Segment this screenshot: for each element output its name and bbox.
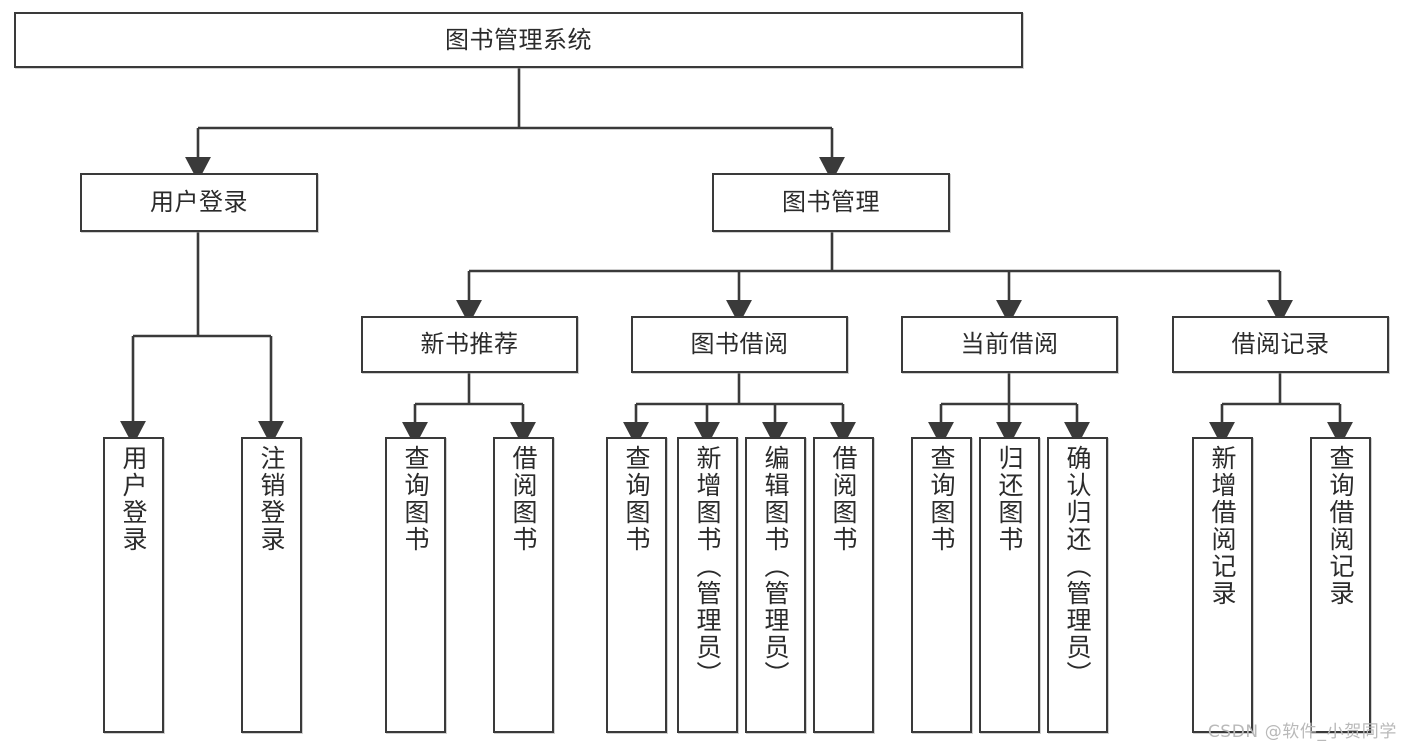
node-book-borrow[interactable]: 图书借阅 [631, 316, 848, 373]
watermark: CSDN @软件_小贺同学 [1207, 722, 1397, 742]
node-leaf-records-query-label: 查询借阅记录 [1326, 445, 1355, 607]
node-leaf-user-login-label: 用户登录 [119, 445, 148, 553]
node-book-borrow-label: 图书借阅 [690, 330, 789, 359]
node-leaf-newbook-borrow-label: 借阅图书 [509, 445, 538, 553]
node-leaf-borrow-add[interactable]: 新增图书（管理员） [677, 437, 738, 733]
node-leaf-records-query[interactable]: 查询借阅记录 [1310, 437, 1371, 733]
node-leaf-records-add-label: 新增借阅记录 [1208, 445, 1237, 607]
node-leaf-borrow-add-label: 新增图书（管理员） [693, 445, 722, 688]
node-book-management[interactable]: 图书管理 [712, 173, 950, 232]
node-new-book-recommend-label: 新书推荐 [420, 330, 519, 359]
node-leaf-borrow-book-label: 借阅图书 [829, 445, 858, 553]
node-user-login-label: 用户登录 [150, 188, 248, 217]
node-leaf-borrow-query-label: 查询图书 [622, 445, 651, 553]
node-book-management-label: 图书管理 [782, 188, 880, 217]
node-current-borrow[interactable]: 当前借阅 [901, 316, 1118, 373]
node-root-label: 图书管理系统 [445, 25, 592, 54]
node-current-borrow-label: 当前借阅 [960, 330, 1059, 359]
node-leaf-newbook-borrow[interactable]: 借阅图书 [493, 437, 554, 733]
node-leaf-borrow-query[interactable]: 查询图书 [606, 437, 667, 733]
node-borrow-records-label: 借阅记录 [1231, 330, 1330, 359]
node-leaf-current-confirm-return-label: 确认归还（管理员） [1063, 445, 1092, 688]
node-leaf-borrow-book[interactable]: 借阅图书 [813, 437, 874, 733]
node-leaf-user-login[interactable]: 用户登录 [103, 437, 164, 733]
node-leaf-current-return-label: 归还图书 [995, 445, 1024, 553]
node-leaf-newbook-query[interactable]: 查询图书 [385, 437, 446, 733]
node-root[interactable]: 图书管理系统 [14, 12, 1023, 68]
node-leaf-borrow-edit[interactable]: 编辑图书（管理员） [745, 437, 806, 733]
node-leaf-records-add[interactable]: 新增借阅记录 [1192, 437, 1253, 733]
node-leaf-user-logout-label: 注销登录 [257, 445, 286, 553]
node-leaf-newbook-query-label: 查询图书 [401, 445, 430, 553]
node-leaf-current-query-label: 查询图书 [927, 445, 956, 553]
node-leaf-current-return[interactable]: 归还图书 [979, 437, 1040, 733]
node-user-login[interactable]: 用户登录 [80, 173, 318, 232]
node-new-book-recommend[interactable]: 新书推荐 [361, 316, 578, 373]
node-leaf-current-query[interactable]: 查询图书 [911, 437, 972, 733]
node-leaf-user-logout[interactable]: 注销登录 [241, 437, 302, 733]
node-leaf-current-confirm-return[interactable]: 确认归还（管理员） [1047, 437, 1108, 733]
node-borrow-records[interactable]: 借阅记录 [1172, 316, 1389, 373]
node-leaf-borrow-edit-label: 编辑图书（管理员） [761, 445, 790, 688]
